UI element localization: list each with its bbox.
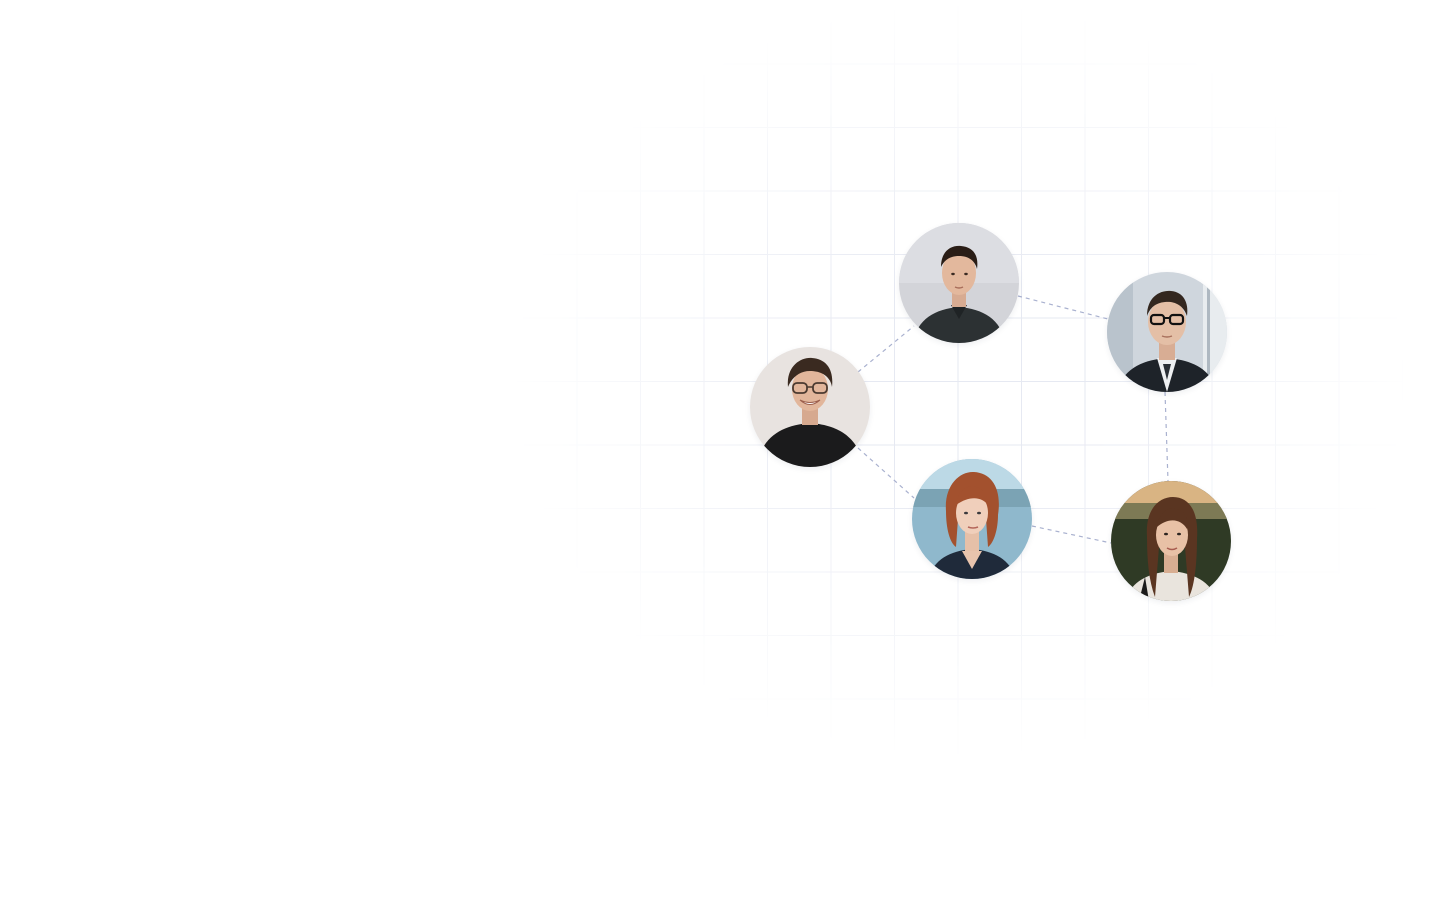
avatar-member-4[interactable]: [912, 459, 1032, 579]
portrait-woman-red-hair-icon: [912, 459, 1032, 579]
portrait-man-dark-shirt-icon: [899, 223, 1019, 343]
portrait-man-glasses-smiling-icon: [750, 347, 870, 467]
avatar-member-2[interactable]: [1107, 272, 1227, 392]
avatar-member-3[interactable]: [750, 347, 870, 467]
avatar-member-5[interactable]: [1111, 481, 1231, 601]
portrait-man-glasses-suit-icon: [1107, 272, 1227, 392]
background-grid: [510, 0, 1410, 760]
portrait-woman-brown-hair-icon: [1111, 481, 1231, 601]
avatar-member-1[interactable]: [899, 223, 1019, 343]
